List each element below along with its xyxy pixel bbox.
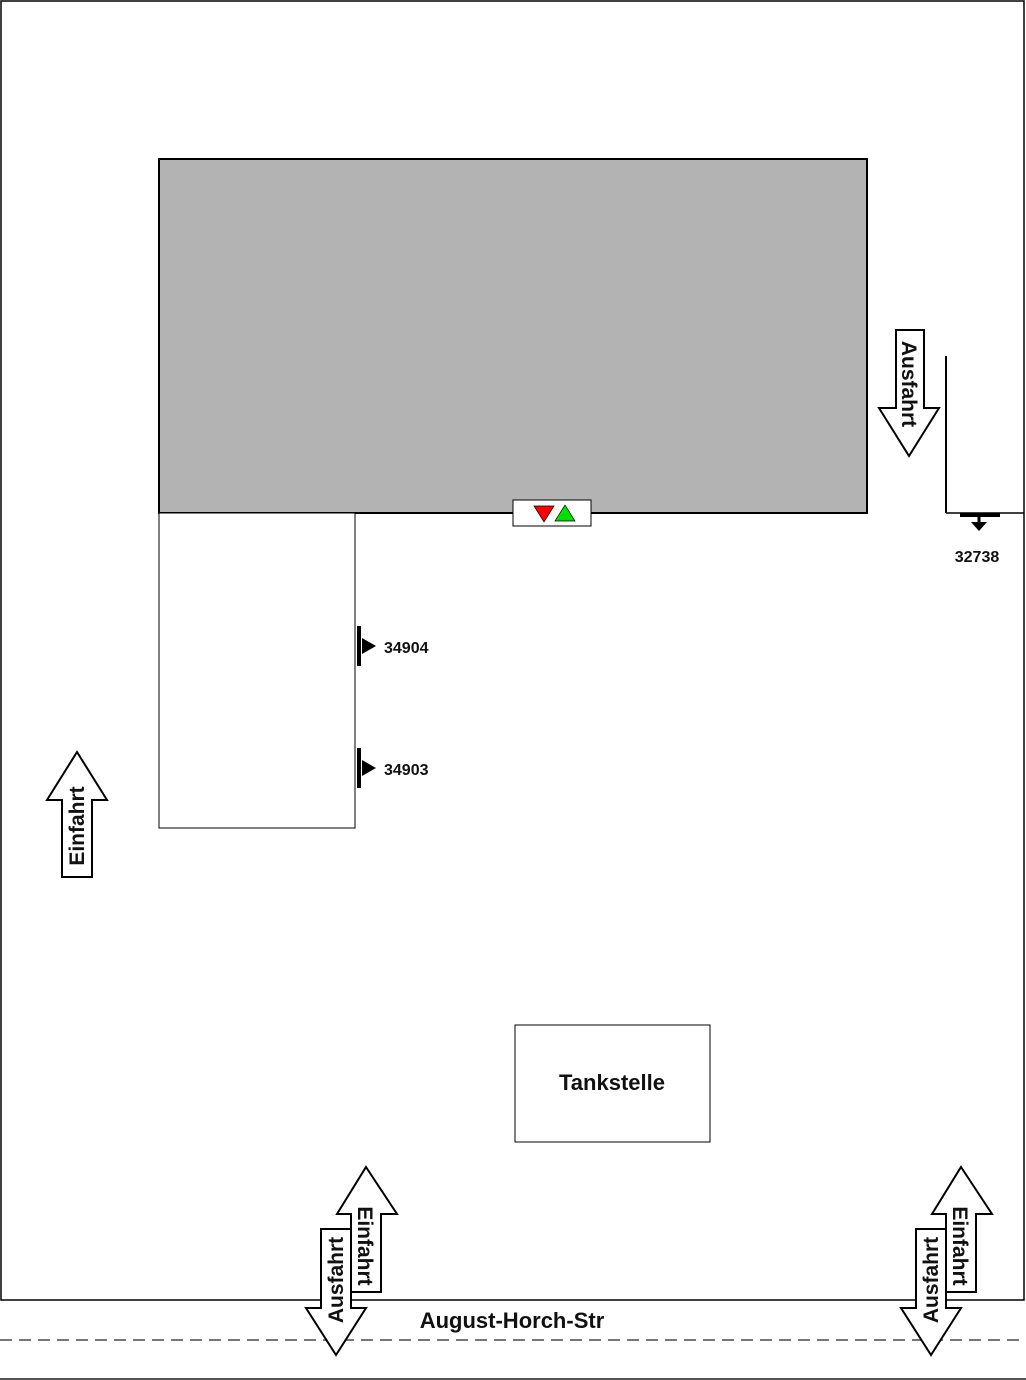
svg-text:Ausfahrt: Ausfahrt (325, 1237, 348, 1323)
gas-station[interactable] (514, 1024, 711, 1143)
exit-arrow-top-right: Ausfahrt (877, 329, 941, 458)
arrow-right-icon (362, 760, 376, 776)
svg-text:32738: 32738 (955, 549, 1000, 566)
green-triangle-icon (554, 504, 576, 522)
arrow-down-icon (971, 522, 987, 531)
svg-text:Einfahrt: Einfahrt (66, 786, 89, 865)
gate-marker-34904[interactable]: 34904 (357, 626, 429, 666)
svg-text:Ausfahrt: Ausfahrt (897, 341, 920, 427)
svg-text:Ausfahrt: Ausfahrt (920, 1237, 943, 1323)
gate-marker-34903[interactable]: 34903 (357, 748, 429, 788)
svg-text:34903: 34903 (384, 762, 429, 779)
gas-station-label: Tankstelle (559, 1070, 665, 1095)
svg-text:Einfahrt: Einfahrt (948, 1206, 971, 1285)
building-annex[interactable] (158, 512, 356, 829)
svg-text:34904: 34904 (384, 640, 429, 657)
building[interactable] (158, 158, 868, 514)
entry-arrow-bottom-left: Einfahrt (335, 1165, 399, 1293)
gate-marker-32738[interactable]: 32738 (955, 513, 1000, 566)
entry-arrow-bottom-right: Einfahrt (930, 1165, 994, 1293)
entry-arrow-left: Einfahrt (45, 750, 109, 878)
traffic-signal[interactable] (512, 499, 592, 527)
red-triangle-icon (533, 505, 555, 523)
arrow-right-icon (362, 638, 376, 654)
svg-text:Einfahrt: Einfahrt (353, 1206, 376, 1285)
street-label: August-Horch-Str (420, 1308, 605, 1333)
